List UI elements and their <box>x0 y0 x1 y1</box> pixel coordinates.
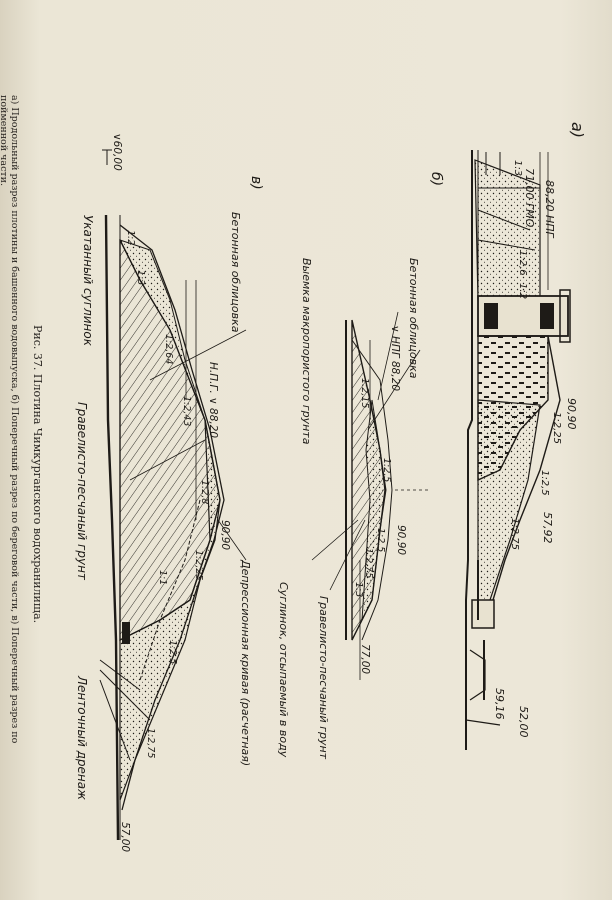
panel-b-excavation-label: Выемка макропористого грунта <box>300 258 313 445</box>
panel-c-water-lines <box>185 280 197 520</box>
panel-c: в) ∨60,00 Бетонная облицовка Н.П.Г. ∨ 88… <box>75 133 264 852</box>
caption-line1: а) Продольный разрез плотины и башенного… <box>9 95 20 744</box>
panel-a-dam-shell <box>477 399 541 623</box>
panel-c-depression-curve <box>139 499 201 681</box>
panel-a-tick-lines <box>485 152 501 175</box>
panel-b-slope-4: 1:2,75 <box>363 548 374 578</box>
panel-b-slope-2: 1:2,15 <box>359 378 370 408</box>
panel-c-lining-label: Бетонная облицовка <box>229 212 242 333</box>
panel-a-water-lines <box>539 152 549 290</box>
panel-b-slope-5: 1:3 <box>353 582 364 597</box>
panel-a-foundation-line <box>465 150 473 750</box>
panel-b-base-label: 77,00 <box>359 644 371 674</box>
panel-c-upstream-shell <box>119 239 206 421</box>
panel-a-fill-lines <box>477 187 540 251</box>
panel-a-slope-5: 1:2,5 <box>539 470 550 496</box>
panel-c-npg-label: Н.П.Г. ∨ 88,20 <box>207 362 219 438</box>
panel-c-elev-right: 57,00 <box>119 822 131 852</box>
panel-c-depression-label: Депрессионная кривая (расчетная) <box>239 559 252 766</box>
panel-c-slope-8: 1:2,5 <box>167 640 178 664</box>
panel-c-slope-6: 1:2,25 <box>193 550 204 580</box>
panel-c-left-mark <box>102 149 112 165</box>
panel-b-loam-label: Суглинок, отсыпаемый в воду <box>277 582 290 758</box>
panel-b-outline <box>351 339 393 641</box>
caption-line2: пойменной части. <box>0 95 9 186</box>
panel-b-leaders <box>311 311 421 591</box>
panel-c-slope-4: 1:2,43 <box>181 396 192 426</box>
panel-c-compacted-loam-label: Укатанный суглинок <box>81 215 95 347</box>
panel-a-slope-6: 1:2,75 <box>509 518 520 550</box>
panel-a-tower-cap <box>559 289 571 343</box>
panel-c-elev-left: ∨60,00 <box>111 133 123 171</box>
panel-c-drain-label: Ленточный дренаж <box>75 675 89 800</box>
panel-a-slope-1: 1:3 <box>512 160 523 176</box>
panel-c-drain-mark <box>122 622 130 644</box>
panel-a-downstream-base <box>477 560 485 700</box>
panel-a-slope-4: 1:2,25 <box>551 412 562 444</box>
panel-c-slope-2: 1:3 <box>135 270 146 285</box>
panel-a-5200-label: 52,00 <box>517 706 530 738</box>
panel-c-gravel-label: Гравелисто-песчаный грунт <box>75 402 89 581</box>
panel-c-slope-3: 1:2,64 <box>163 334 174 364</box>
panel-a-gmo-label: 71,00 ГМО <box>523 168 536 228</box>
figure-caption: а) Продольный разрез плотины и башенного… <box>0 95 20 744</box>
panel-a-tower-shaft2 <box>540 303 554 329</box>
panel-b-slope-3: 1:2,5 <box>375 528 386 552</box>
panel-c-slope-9: 1:2,75 <box>145 728 156 758</box>
panel-c-slope-7: 1:1 <box>157 570 168 585</box>
panel-b-shell <box>361 399 387 621</box>
panel-c-leaders <box>129 329 247 561</box>
panel-c-outline <box>119 224 225 811</box>
panel-c-slope-5: 1:2,8 <box>199 480 210 504</box>
panel-b-npg-label: ∨ НПГ 88,20 <box>389 325 401 391</box>
panel-a-5792-label: 57,92 <box>541 512 554 544</box>
panel-b-lining-label: Бетонная облицовка <box>407 258 420 379</box>
panel-b-crest-label: 90,90 <box>395 525 407 555</box>
panel-b: б) Бетонная облицовка Выемка макропорист… <box>277 172 444 760</box>
panel-c-drain-leaders <box>99 659 151 761</box>
panel-c-crest-label: 90,90 <box>219 520 231 550</box>
panel-a-outlet <box>471 599 495 629</box>
panel-b-letter: б) <box>428 172 444 186</box>
panel-c-letter: в) <box>248 176 264 190</box>
panel-c-ground <box>104 214 120 841</box>
panel-a-npg-label: 88,20 НПГ <box>543 180 556 239</box>
caption-title: Рис. 37. Плотина Чимкурганского водохран… <box>31 325 44 623</box>
panel-c-slope-1: 1:2 <box>125 230 136 245</box>
panel-a-crest-slope <box>489 335 561 611</box>
panel-a-slope-3: 1:2 <box>517 283 528 299</box>
panel-a-crest-label: 90,90 <box>565 398 578 430</box>
panel-a-letter: а) <box>568 122 587 138</box>
panel-a-5916-label: 59,16 <box>493 688 506 720</box>
panel-a-tower-shaft <box>484 303 498 329</box>
panel-a-slope-2: 1:2,6 <box>517 250 528 276</box>
caption-title-group: Рис. 37. Плотина Чимкурганского водохран… <box>31 325 44 623</box>
panel-a: а) 88,20 НПГ 71,00 ГМО 90,90 57,92 59,16… <box>465 122 587 750</box>
panel-b-water-lines <box>359 340 371 680</box>
panel-b-gravel-label: Гравелисто-песчаный грунт <box>317 596 330 760</box>
panel-b-slope-1: 1:2,5 <box>381 458 392 482</box>
